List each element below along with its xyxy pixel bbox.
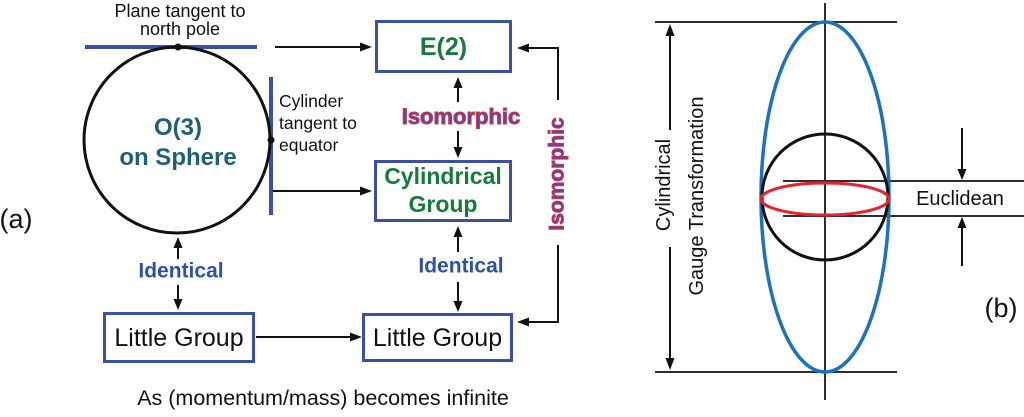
isomorphic-right-label: Isomorphic [545,117,569,231]
isomorphic-middle-label: Isomorphic [401,103,521,129]
e2-box-label: E(2) [419,32,468,61]
euclidean-label: Euclidean [916,188,1004,210]
identical-right-down-arrowhead [453,301,463,312]
isomorphic-down-arrowhead [453,147,463,158]
panel-b-label: (b) [984,293,1018,324]
equator-dot [267,136,275,144]
little-group-left-box: Little Group [103,312,255,363]
north-pole-dot [174,43,182,51]
identical-left-down-arrowhead [173,299,183,310]
cylinder-tangent-label: Cylinder tangent to equator [279,91,357,156]
gauge-measure-up-arrowhead [665,24,675,36]
caption-momentum-mass: As (momentum/mass) becomes infinite [137,386,509,411]
gauge-label-line2: Gauge Transformation [686,96,708,296]
gauge-label-line1: Cylindrical [653,138,675,232]
flattened-red-ellipse [759,181,891,217]
isomorphic-right-bottom-arrowhead [517,317,529,327]
euclidean-down-arrowhead [957,169,967,180]
cylindrical-group-box: Cylindrical Group [374,160,512,222]
sphere-o3-label: O(3) on Sphere [119,114,237,171]
little-group-right-label: Little Group [372,323,503,352]
little-group-right-box: Little Group [362,313,513,362]
little-to-little-arrowhead [350,332,362,342]
isomorphic-right-top-elbow [529,47,559,100]
panel-a-label: (a) [0,204,33,235]
little-group-left-label: Little Group [114,323,244,352]
cylindrical-group-box-label: Cylindrical Group [384,163,502,217]
e2-box: E(2) [375,20,512,73]
isomorphic-up-arrowhead [453,77,463,88]
identical-right-up-arrowhead [453,226,463,237]
identical-left-label: Identical [138,259,224,283]
identical-right-label: Identical [418,254,504,278]
plane-to-e2-arrowhead [360,42,372,52]
isomorphic-right-bottom-elbow [529,245,559,323]
gauge-measure-down-arrowhead [665,358,675,370]
euclidean-up-arrowhead [957,217,967,228]
plane-tangent-label: Plane tangent to north pole [114,1,246,39]
cylinder-to-group-arrowhead [360,186,372,196]
identical-left-up-arrowhead [173,237,183,248]
isomorphic-right-top-arrowhead [517,43,529,53]
